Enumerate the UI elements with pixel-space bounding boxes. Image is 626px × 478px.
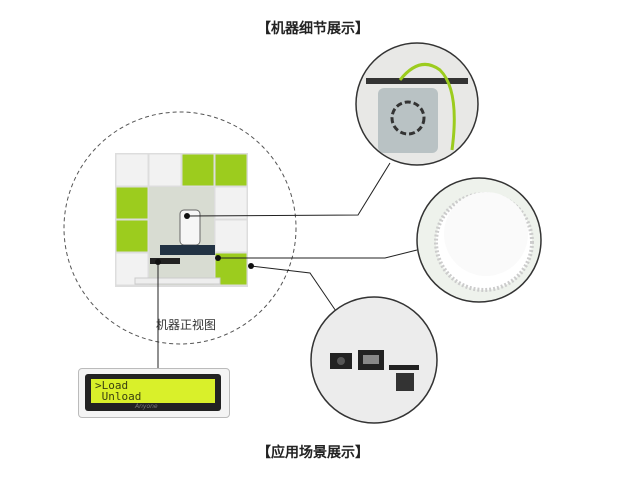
- detail-ports-circle: [310, 296, 438, 424]
- printer-cube: [115, 153, 248, 287]
- leader-lines: [157, 162, 418, 368]
- lcd-panel: >Load Unload Anyone: [78, 368, 230, 418]
- title-application-scenes: 【应用场景展示】: [257, 445, 369, 461]
- title-machine-details: 【机器细节展示】: [257, 21, 369, 37]
- front-view-caption: 机器正视图: [156, 318, 217, 332]
- lcd-screen: >Load Unload: [91, 379, 215, 403]
- lcd-menu-unload: Unload: [95, 390, 142, 403]
- detail-knob-circle: [416, 177, 542, 303]
- front-view-dashed-circle: [63, 111, 297, 345]
- lcd-menu-load: >Load: [95, 379, 129, 392]
- lcd-brand: Anyone: [135, 403, 158, 410]
- detail-extruder-circle: [355, 42, 479, 166]
